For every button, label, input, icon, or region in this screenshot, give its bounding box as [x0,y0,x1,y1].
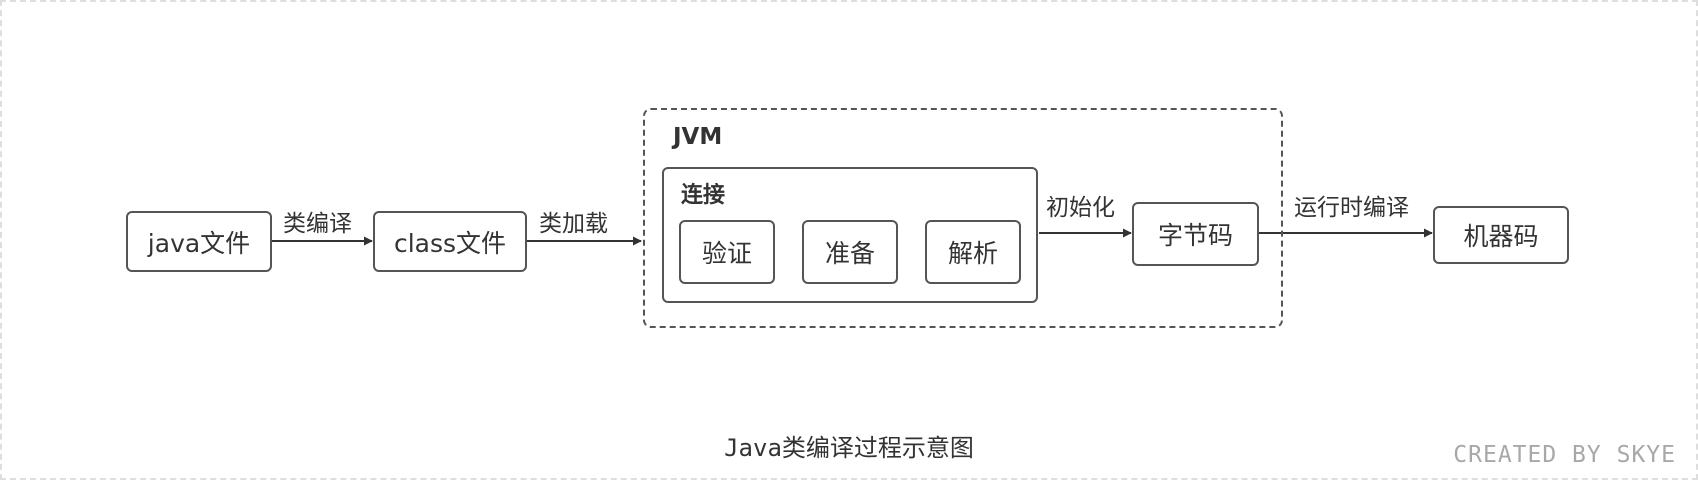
node-resolve: 解析 [925,220,1021,284]
node-machine-code: 机器码 [1433,206,1569,264]
linking-group: 连接 [662,167,1038,303]
edge-label-init: 初始化 [1046,195,1115,221]
node-class-file: class文件 [373,211,527,272]
node-bytecode: 字节码 [1132,202,1259,266]
credit-text: CREATED BY SKYE [1453,442,1676,468]
node-java-file: java文件 [126,211,272,272]
linking-group-title: 连接 [681,183,726,208]
edge-label-compile: 类编译 [283,211,352,237]
edge-label-runtime-compile: 运行时编译 [1294,195,1409,221]
edge-label-load: 类加载 [539,211,608,237]
jvm-group: JVM [643,108,1283,328]
node-prepare: 准备 [802,220,898,284]
node-verify: 验证 [679,220,775,284]
jvm-group-title: JVM [673,124,723,150]
diagram-caption: Java类编译过程示意图 [724,434,974,462]
